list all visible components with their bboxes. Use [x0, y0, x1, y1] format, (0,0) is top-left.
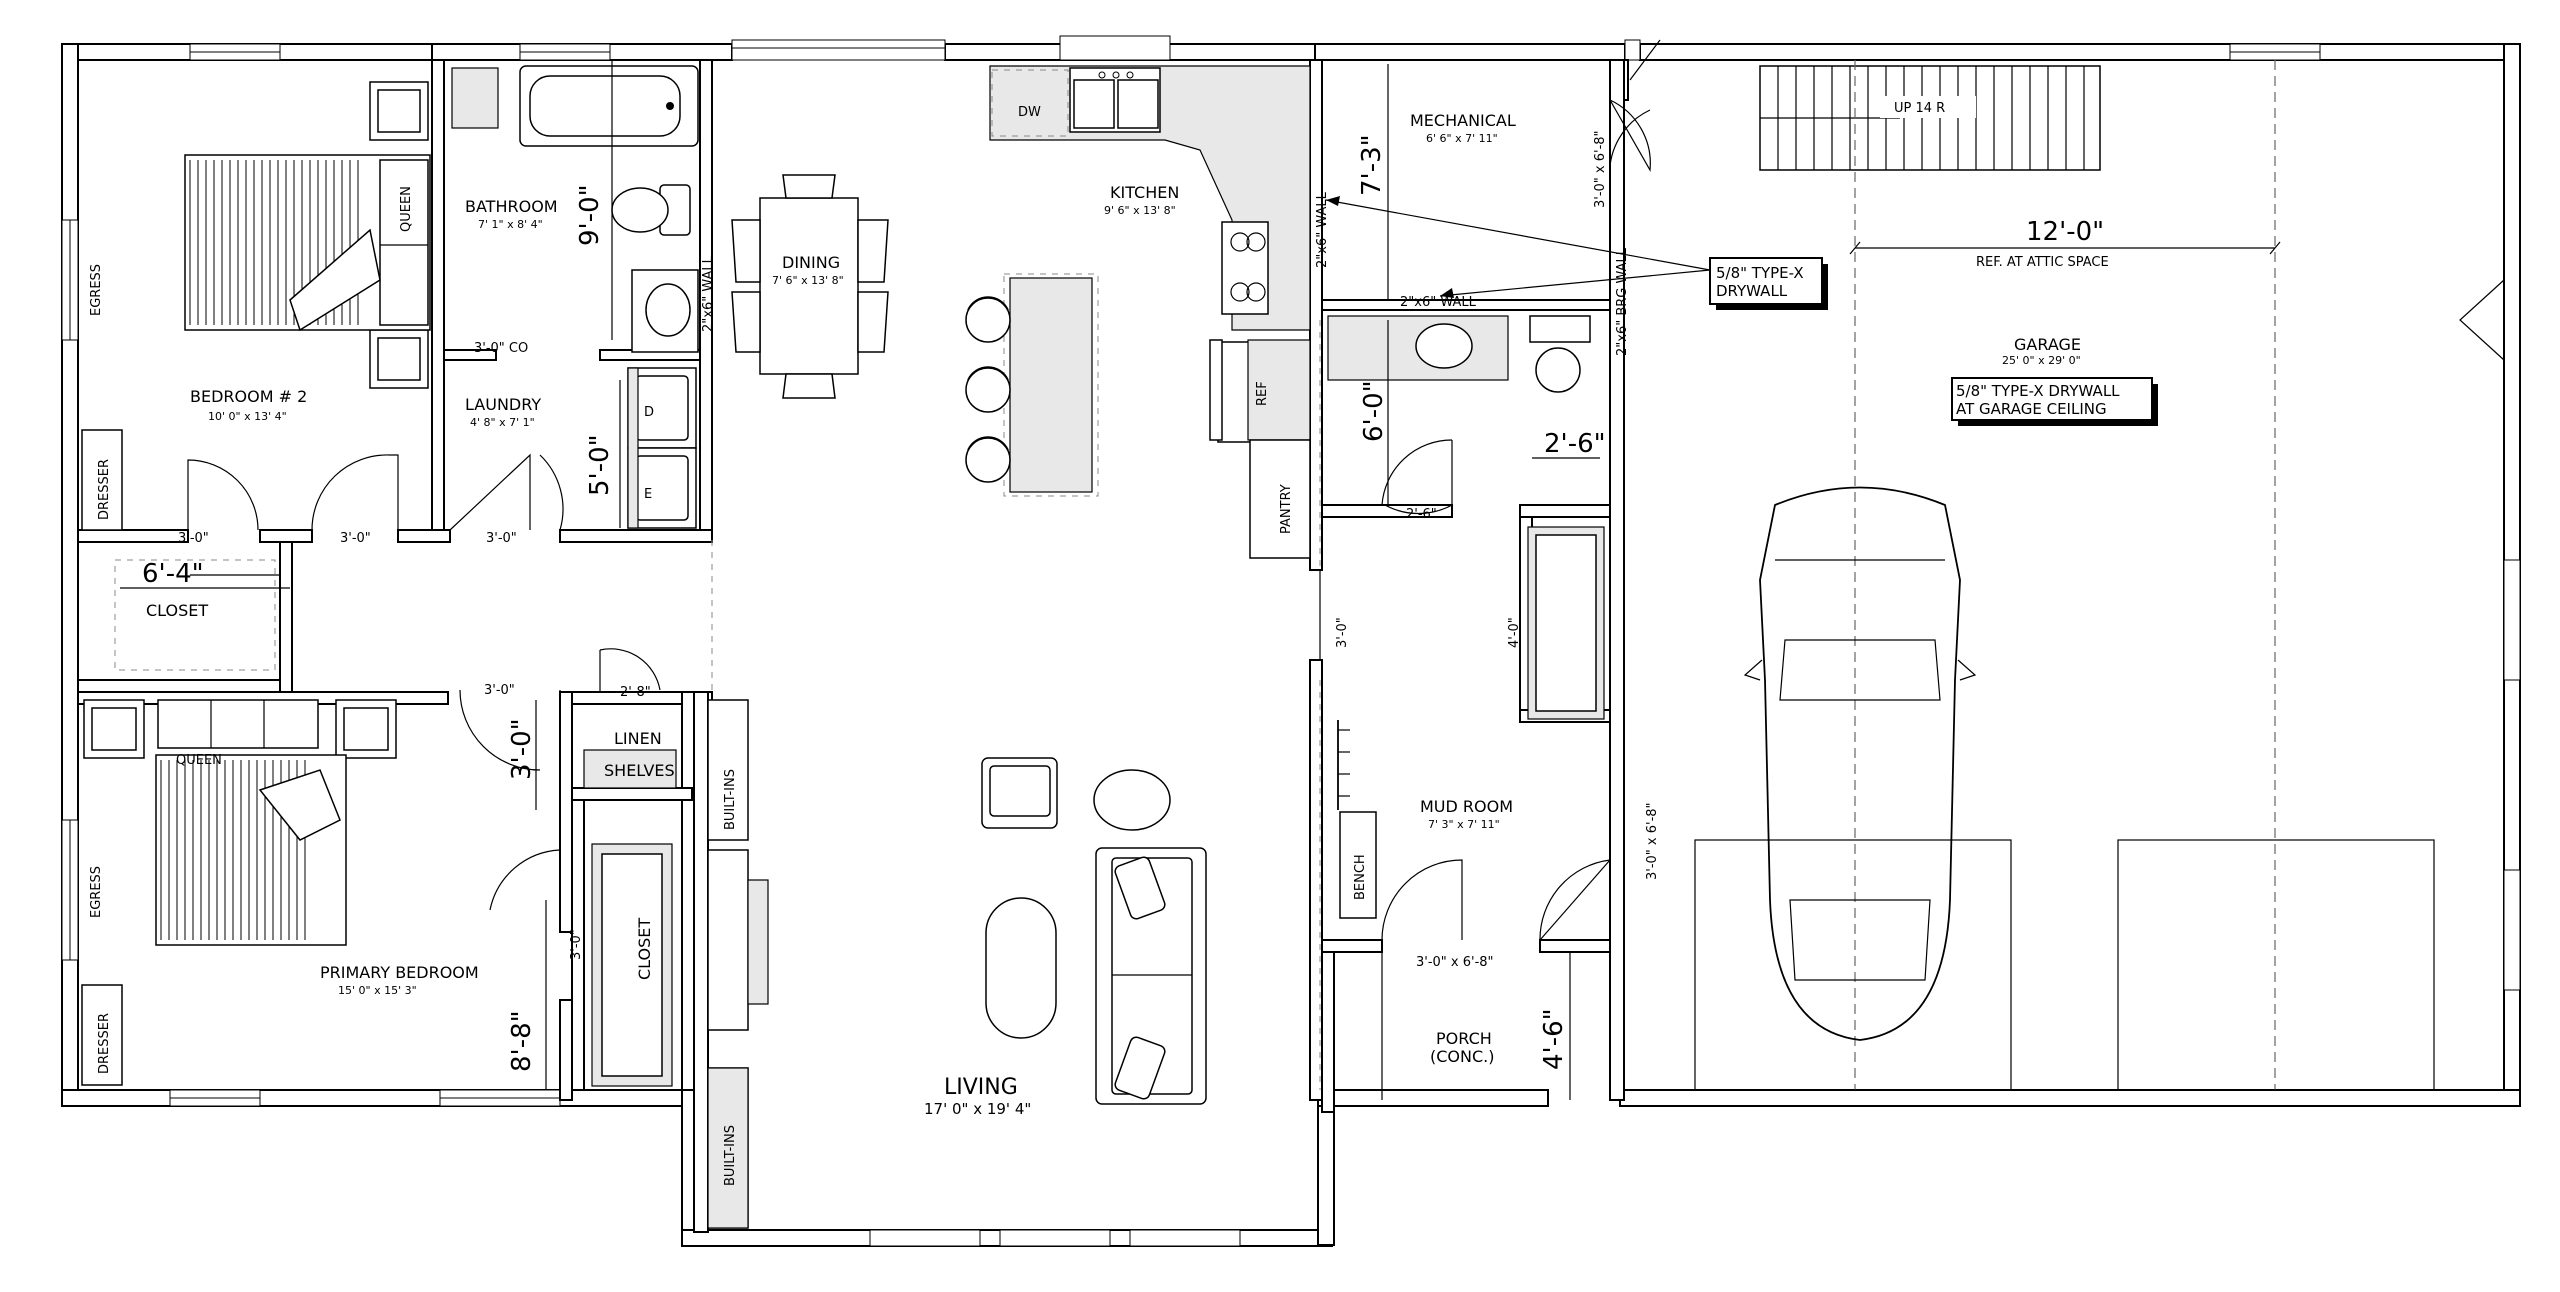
ref-label: REF [1255, 381, 1270, 406]
bedroom2-name: BEDROOM # 2 [190, 387, 307, 406]
living-furniture [707, 699, 1207, 1229]
mud-room-dims: 7' 3" x 7' 11" [1428, 818, 1500, 831]
dim-attic-note: REF. AT ATTIC SPACE [1976, 255, 2109, 270]
garage-name: GARAGE [2014, 335, 2081, 354]
dim-bath-height: 9'-0" [575, 184, 605, 246]
queen-primary-label: QUEEN [176, 753, 222, 768]
dining-table [731, 174, 889, 399]
dim-door-laundry: 3'-0" [486, 531, 517, 546]
kitchen-dims: 9' 6" x 13' 8" [1104, 204, 1176, 217]
mechanical-dims: 6' 6" x 7' 11" [1426, 132, 1498, 145]
dim-laundry-height: 5'-0" [585, 434, 615, 496]
dim-co: 3'-0" CO [474, 341, 528, 356]
note-drywall-1: 5/8" TYPE-X [1716, 264, 1804, 282]
primary-bed-hatch [160, 760, 306, 940]
drywall-callout [1325, 196, 1828, 310]
dining-name: DINING [782, 253, 840, 272]
dim-primary-door: 3'-0" [484, 683, 515, 698]
bathroom-name: BATHROOM [465, 197, 558, 216]
dim-bath2-door: 2'-6" [1406, 507, 1437, 522]
bed-hatch [189, 160, 359, 325]
garage-elements [1694, 60, 2435, 1091]
laundry-name: LAUNDRY [465, 395, 541, 414]
bedroom2-furniture [81, 81, 431, 671]
primary-furniture [81, 699, 677, 1087]
dim-primary-vert: 3'-0" [507, 718, 537, 780]
wall-kitchen: 2"x6" WALL [1315, 191, 1330, 268]
egress-bottom-label: EGRESS [89, 866, 104, 918]
dim-attic: 12'-0" [2026, 217, 2104, 247]
dim-primary-8-8: 8'-8" [507, 1010, 537, 1072]
garage-ceiling-callout [1951, 377, 2158, 426]
dryer-label: E [644, 487, 652, 502]
primary-bedroom-dims: 15' 0" x 15' 3" [338, 984, 417, 997]
dim-closet-width: 6'-4" [142, 559, 204, 589]
dresser-top-label: DRESSER [97, 459, 112, 520]
egress-top-label: EGRESS [89, 264, 104, 316]
dining-dims: 7' 6" x 13' 8" [772, 274, 844, 287]
dim-bath2-2-6: 2'-6" [1544, 429, 1606, 459]
dim-kitchen-7-3: 7'-3" [1357, 134, 1387, 196]
wall-bath: 2"x6" WALL [701, 255, 716, 332]
wall-brg: 2"x6" BRG WALL [1615, 247, 1630, 356]
garage-dims: 25' 0" x 29' 0" [2002, 354, 2081, 367]
kitchen-counters [965, 65, 1321, 570]
linen-label: LINEN [614, 729, 662, 748]
dim-mud-door: 3'-0" x 6'-8" [1645, 802, 1660, 880]
dimension-lines [120, 60, 1600, 1100]
bathroom-dims: 7' 1" x 8' 4" [478, 218, 543, 231]
dim-door-b2-right: 3'-0" [340, 531, 371, 546]
mud-room-name: MUD ROOM [1420, 797, 1513, 816]
living-name: LIVING [944, 1075, 1018, 1100]
living-dims: 17' 0" x 19' 4" [924, 1100, 1031, 1118]
dim-mud-4-0: 4'-0" [1507, 617, 1522, 648]
closet-b2-label: CLOSET [146, 601, 208, 620]
dim-closet-door: 3'-0" [569, 929, 584, 960]
primary-bedroom-name: PRIMARY BEDROOM [320, 963, 479, 982]
windows [61, 35, 2521, 1247]
dw-label: DW [1018, 105, 1041, 120]
bedroom2-dims: 10' 0" x 13' 4" [208, 410, 287, 423]
dim-bath2-6-0: 6'-0" [1359, 380, 1389, 442]
mechanical-name: MECHANICAL [1410, 111, 1516, 130]
dim-door-b2: 3'-0" [178, 531, 209, 546]
builtins-bottom-label: BUILT-INS [723, 1125, 738, 1186]
stairs [1759, 65, 2101, 171]
washer-label: D [644, 405, 654, 420]
builtins-top-label: BUILT-INS [723, 769, 738, 830]
dresser-bottom-label: DRESSER [97, 1013, 112, 1074]
note-drywall-2: DRYWALL [1716, 282, 1788, 300]
laundry-dims: 4' 8" x 7' 1" [470, 416, 535, 429]
note-garage-2: AT GARAGE CEILING [1956, 400, 2107, 418]
queen-b2-label: QUEEN [399, 186, 414, 232]
wall-mech: 2"x6" WALL [1400, 295, 1477, 310]
note-garage-1: 5/8" TYPE-X DRYWALL [1956, 382, 2120, 400]
bathroom-fixtures [451, 65, 699, 529]
kitchen-name: KITCHEN [1110, 183, 1179, 202]
porch-sub: (CONC.) [1430, 1047, 1494, 1066]
dim-linen-door: 2'-8" [620, 685, 651, 700]
labels: BEDROOM # 2 10' 0" x 13' 4" BATHROOM 7' … [89, 101, 2120, 1186]
dim-mech-door: 3'-0" x 6'-8" [1593, 130, 1608, 208]
bath2-fixtures [1327, 315, 1605, 919]
dim-porch-door: 3'-0" x 6'-8" [1416, 955, 1494, 970]
dim-porch-4-6: 4'-6" [1539, 1008, 1569, 1070]
porch-name: PORCH [1436, 1029, 1492, 1048]
doors [187, 39, 1661, 941]
bench-label: BENCH [1353, 854, 1368, 900]
shelves-label: SHELVES [604, 761, 675, 780]
dim-hall-3-0: 3'-0" [1335, 617, 1350, 648]
stairs-label: UP 14 R [1894, 101, 1945, 116]
closet-primary-label: CLOSET [635, 918, 654, 980]
pantry-label: PANTRY [1279, 484, 1294, 534]
